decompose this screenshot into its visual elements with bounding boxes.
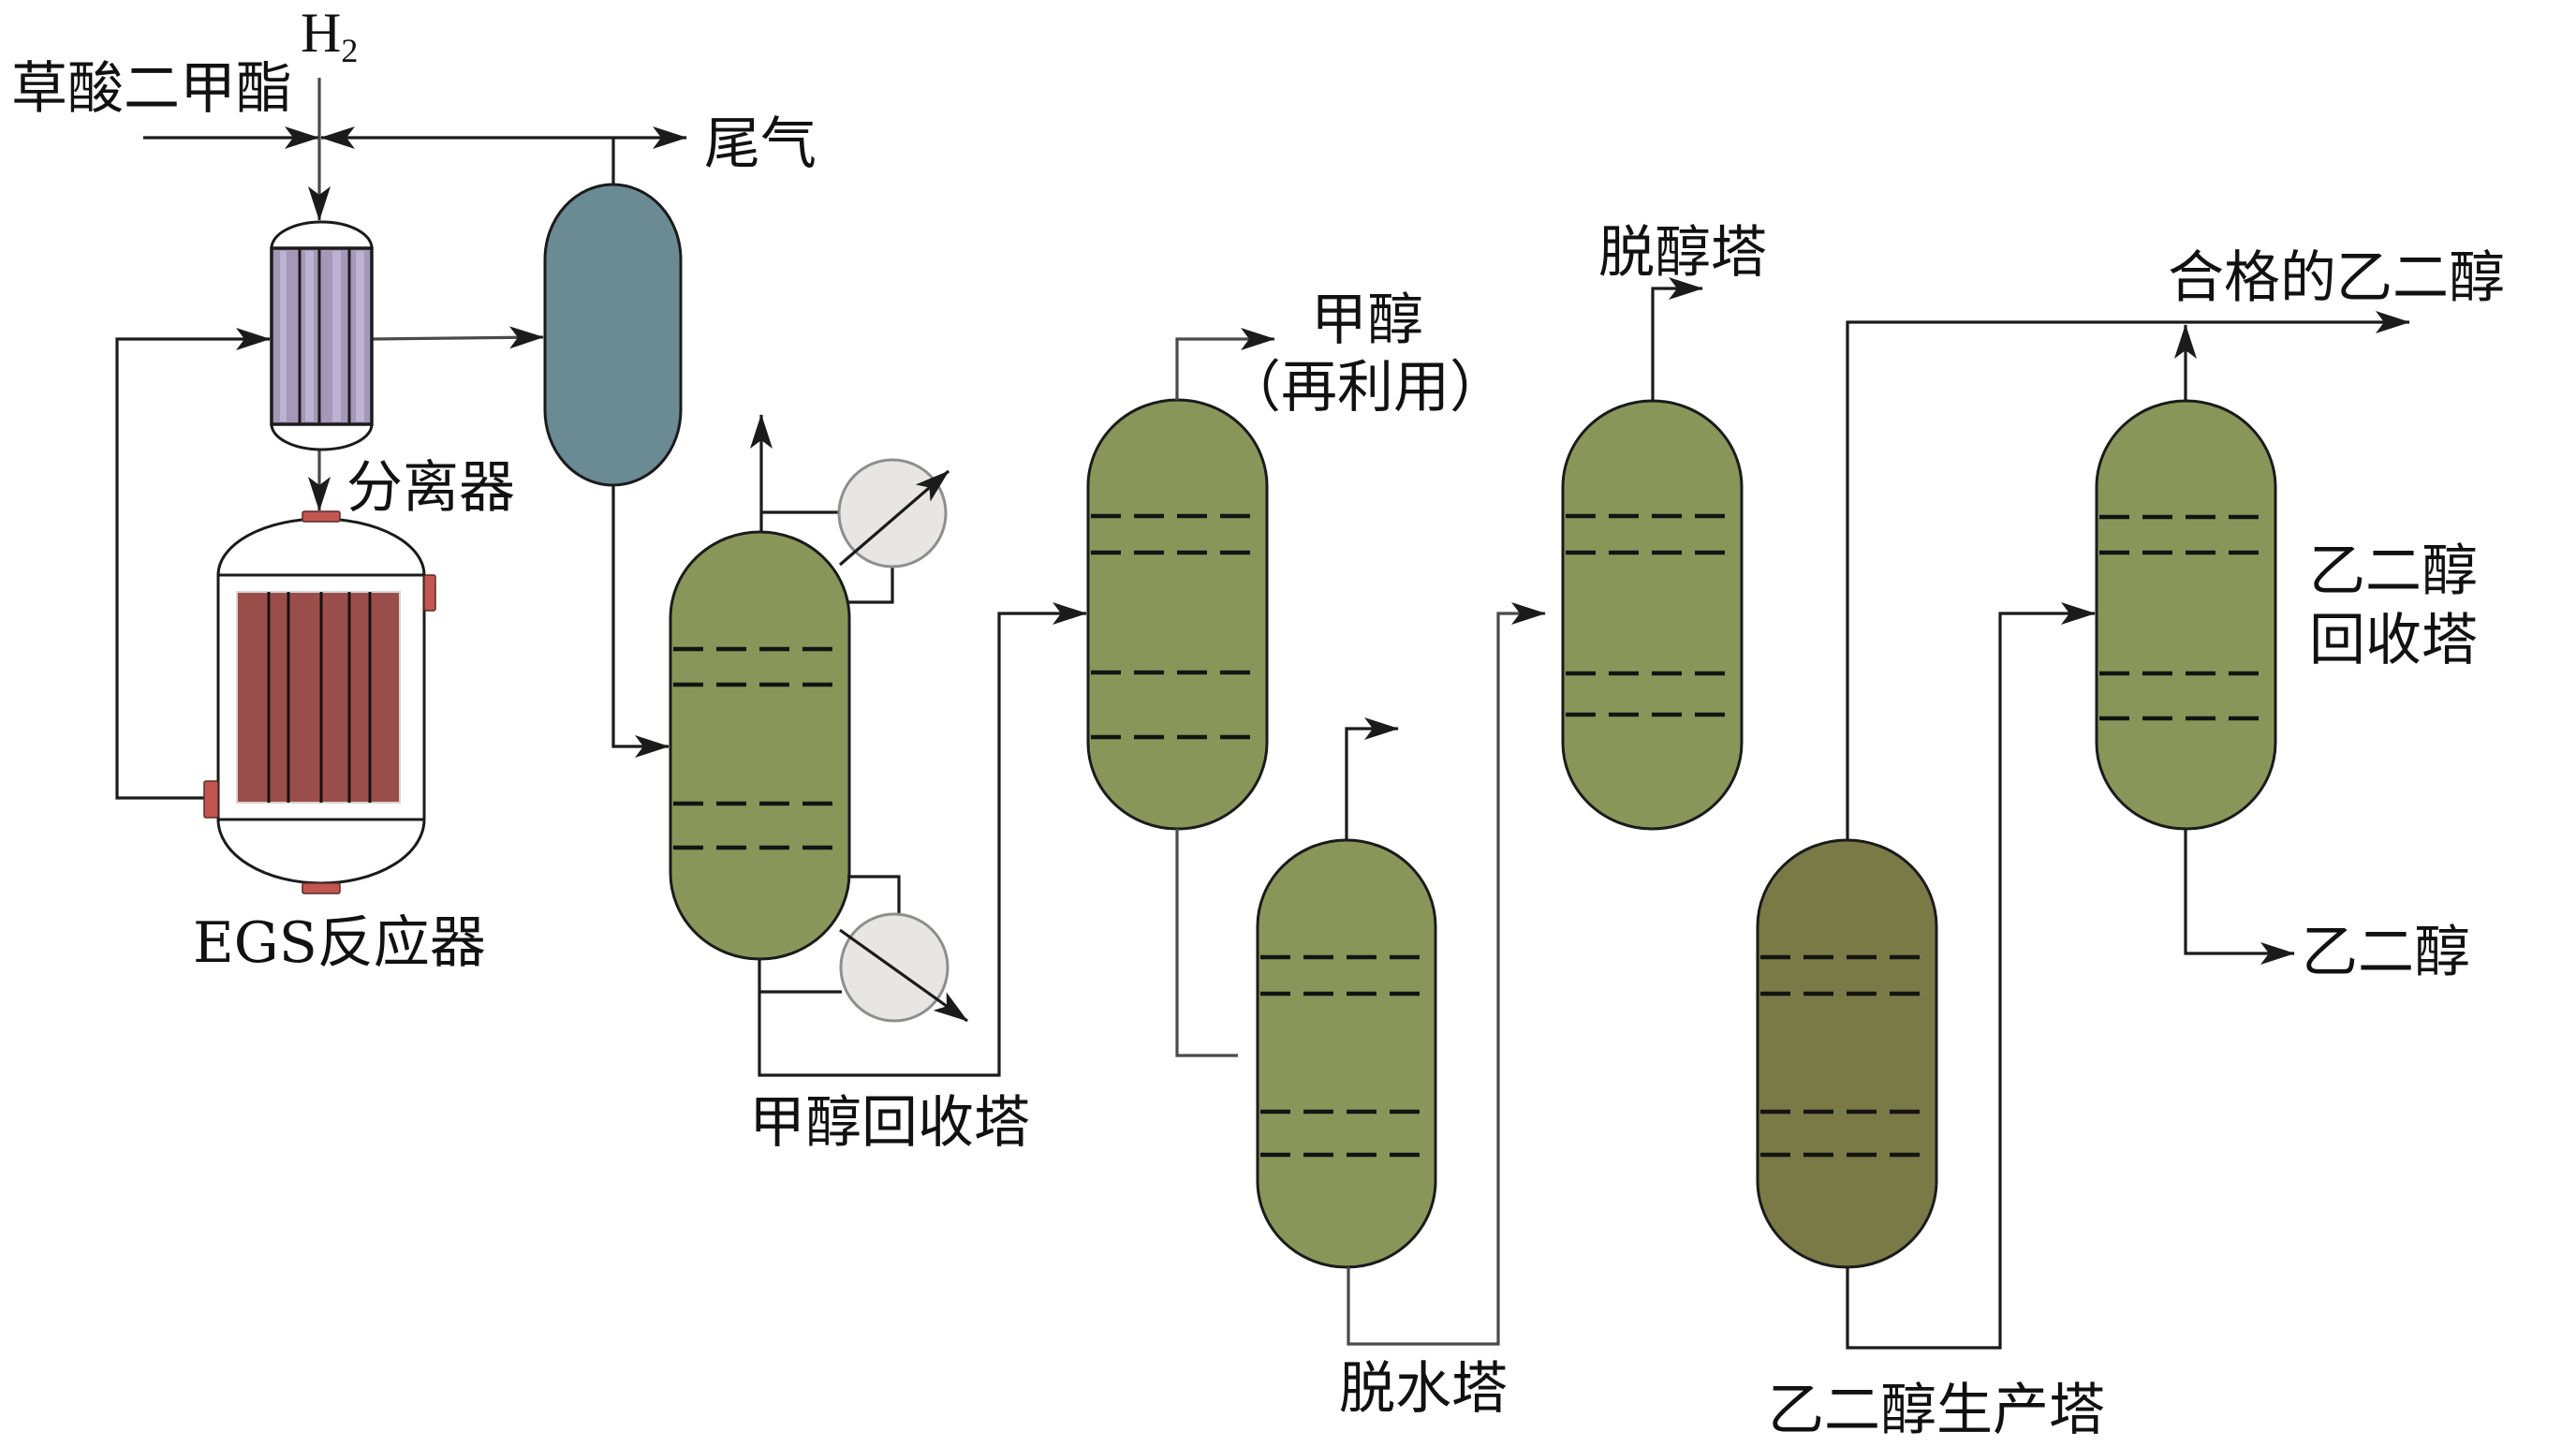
pipe-dealcoholization-overhead (1651, 277, 1703, 401)
label-tail-gas: 尾气 (704, 111, 817, 177)
hydrogen-symbol: H (301, 2, 341, 64)
exchanger-tube-highlight (280, 251, 287, 421)
label-qualified-eg: 合格的乙二醇 (2168, 245, 2505, 311)
label-methanol: 甲醇 (1311, 288, 1423, 353)
pipe-exchanger-to-separator (371, 326, 544, 349)
label-eg-product: 乙二醇 (2302, 920, 2470, 985)
pipe-methanol-tower-bottoms (758, 602, 1087, 1077)
label-methanol-recovery-tower: 甲醇回收塔 (749, 1090, 1030, 1156)
pipe-dehydration-bottoms (1347, 602, 1546, 1346)
reactor-top-nozzle (302, 510, 341, 523)
label-separator: 分离器 (346, 455, 515, 521)
reboiler-utility-arrow (839, 928, 968, 1023)
exchanger-bottom-head (270, 422, 374, 451)
tower-shell (1086, 398, 1269, 831)
tower-shell (1561, 399, 1744, 831)
hydrogen-subscript: 2 (341, 32, 358, 69)
label-eg-recovery-tower-line2: 回收塔 (2309, 608, 2478, 673)
pipe-eg-production-bottoms (1846, 602, 2096, 1350)
label-dimethyl-oxalate: 草酸二甲酯 (11, 56, 292, 122)
label-hydrogen: H2 (301, 2, 358, 69)
exchanger-tube-highlight (305, 251, 314, 421)
label-eg-recovery-tower-line1: 乙二醇 (2309, 539, 2478, 604)
heat-exchanger (270, 220, 374, 451)
methanol-reuse-tower (1086, 398, 1269, 831)
pipe-reactor-product-loop (115, 328, 271, 800)
dealcoholization-tower (1561, 399, 1744, 831)
exchanger-shell (270, 246, 374, 426)
pipe-condenser-reflux (847, 567, 894, 604)
tower-shell (2095, 399, 2277, 831)
pipe-eg-recovery-bottoms (2184, 829, 2295, 965)
pipe-methanol-reuse-bottoms (1175, 829, 1238, 1057)
exchanger-tube-highlight (332, 251, 341, 421)
tower-shell (1756, 838, 1938, 1269)
dehydration-tower (1256, 838, 1437, 1269)
exchanger-tube-highlight (356, 251, 364, 421)
label-dehydration-tower: 脱水塔 (1339, 1356, 1508, 1422)
reactor-left-nozzle (203, 780, 219, 819)
label-dealcoholization-tower: 脱醇塔 (1598, 220, 1767, 286)
reactor-right-nozzle (423, 574, 436, 612)
methanol-recovery-tower (669, 530, 851, 961)
pipe-qualified-eg-product (1846, 311, 2410, 840)
pipe-reboiler-draw (847, 875, 901, 914)
label-egs-reactor: EGS反应器 (193, 910, 486, 976)
eg-production-tower (1756, 838, 1938, 1269)
pipe-dehydration-overhead (1345, 717, 1399, 840)
reactor-catalyst-bed (236, 591, 401, 804)
tower-shell (669, 530, 851, 961)
label-eg-production-tower: 乙二醇生产塔 (1768, 1378, 2105, 1443)
label-methanol-reuse: （再利用） (1225, 355, 1506, 421)
pipe-separator-to-methanol-tower (611, 485, 670, 758)
eg-recovery-tower (2095, 399, 2277, 831)
condenser-utility-arrow (838, 469, 950, 567)
gas-liquid-separator (543, 183, 683, 487)
reactor-bottom-nozzle (302, 882, 341, 894)
egs-reactor (203, 510, 436, 894)
exchanger-top-head (270, 220, 374, 250)
pipe-methanol-reuse-overhead (1175, 328, 1275, 400)
tower-shell (1256, 838, 1437, 1269)
